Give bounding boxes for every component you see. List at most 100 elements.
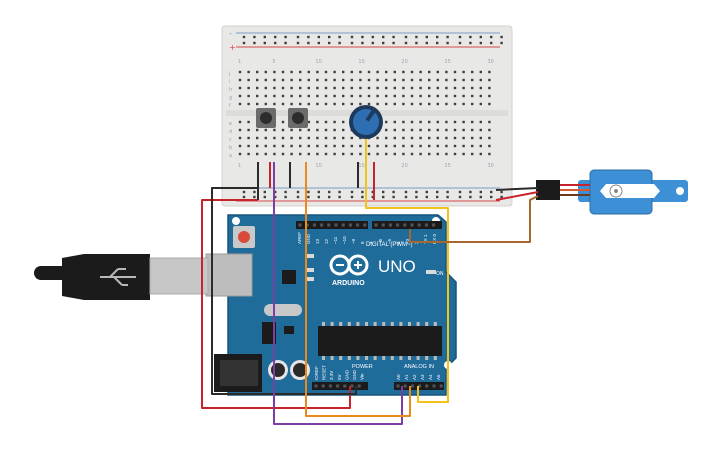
rail-hole <box>425 195 428 199</box>
rail-hole <box>500 41 503 45</box>
header-pin <box>396 223 400 227</box>
header-pin <box>374 223 378 227</box>
breadboard-hole <box>445 144 448 148</box>
breadboard-hole <box>324 120 328 124</box>
breadboard-hole <box>281 128 285 132</box>
breadboard-hole <box>419 78 422 82</box>
reset-button[interactable] <box>233 226 255 248</box>
breadboard-hole <box>445 86 448 90</box>
breadboard-hole <box>410 102 414 106</box>
breadboard-hole <box>273 78 276 82</box>
chip-pin <box>416 356 420 360</box>
breadboard-hole <box>350 152 353 156</box>
breadboard-hole <box>307 78 310 82</box>
servo-motor <box>536 169 688 215</box>
breadboard-hole <box>316 86 319 90</box>
breadboard-hole <box>479 102 482 106</box>
breadboard-hole <box>264 70 267 74</box>
rail-hole <box>328 195 331 199</box>
breadboard-hole <box>488 86 491 90</box>
header-pin <box>432 223 436 227</box>
chip-pin <box>347 322 351 326</box>
breadboard-hole <box>419 136 422 140</box>
pin-label: 12 <box>324 238 329 244</box>
breadboard-hole <box>316 128 319 132</box>
rail-hole <box>371 190 374 194</box>
breadboard-hole <box>471 136 474 140</box>
potentiometer <box>349 105 383 139</box>
chip-pin <box>347 356 351 360</box>
chip-pin <box>425 322 429 326</box>
breadboard-hole <box>419 94 422 98</box>
breadboard-hole <box>479 78 482 82</box>
rail-hole <box>458 35 462 39</box>
breadboard-hole <box>436 94 439 98</box>
breadboard-hole <box>471 102 474 106</box>
breadboard-hole <box>281 94 285 98</box>
on-label: ON <box>436 271 444 277</box>
arduino-logo-icon <box>329 254 369 276</box>
breadboard-hole <box>428 144 431 148</box>
rail-hole <box>425 41 428 45</box>
rail-hole <box>284 190 287 194</box>
pin-label: 7 <box>369 241 374 244</box>
breadboard-hole <box>393 86 396 90</box>
column-number: 1 <box>238 59 241 65</box>
header-pin <box>327 223 331 227</box>
breadboard-hole <box>453 120 457 124</box>
breadboard-hole <box>385 78 388 82</box>
breadboard-hole <box>342 78 345 82</box>
breadboard-hole <box>376 136 379 140</box>
breadboard-hole <box>462 120 465 124</box>
breadboard-hole <box>385 70 388 74</box>
breadboard-hole <box>299 94 302 98</box>
chip-pin <box>433 322 437 326</box>
rail-hole <box>350 190 354 194</box>
breadboard-hole <box>471 128 474 132</box>
breadboard-hole <box>445 128 448 132</box>
breadboard-hole <box>428 94 431 98</box>
header-pin <box>356 223 360 227</box>
breadboard-hole <box>256 136 259 140</box>
breadboard-hole <box>324 78 328 82</box>
breadboard-hole <box>453 136 457 140</box>
breadboard-hole <box>316 152 319 156</box>
pin-label: 3.3V <box>329 371 334 380</box>
rail-hole <box>436 190 439 194</box>
breadboard-hole <box>410 128 414 132</box>
rail-hole <box>436 35 439 39</box>
breadboard-hole <box>247 128 250 132</box>
chip-pin <box>322 322 325 326</box>
pin-label: A0 <box>396 374 401 380</box>
chip-pin <box>390 356 394 360</box>
rail-hole <box>317 35 320 39</box>
usb-cable <box>34 254 209 300</box>
header-pin <box>432 384 436 388</box>
breadboard-hole <box>488 78 491 82</box>
rail-hole <box>338 35 341 39</box>
header-pin <box>410 223 414 227</box>
breadboard-hole <box>453 70 457 74</box>
breadboard-hole <box>385 144 388 148</box>
chip-pin <box>382 322 386 326</box>
breadboard-hole <box>367 102 371 106</box>
header-pin <box>388 223 392 227</box>
rail-hole <box>479 195 482 199</box>
column-number: 30 <box>487 59 493 65</box>
breadboard-hole <box>410 120 414 124</box>
breadboard-hole <box>471 152 474 156</box>
breadboard-hole <box>342 102 345 106</box>
rail-hole <box>425 35 428 39</box>
header-pin <box>357 384 361 388</box>
header-pin <box>403 384 407 388</box>
breadboard-hole <box>324 136 328 140</box>
breadboard-hole <box>376 102 379 106</box>
pin-label: GND <box>344 369 349 380</box>
breadboard-hole <box>445 136 448 140</box>
breadboard-hole <box>385 86 388 90</box>
breadboard-hole <box>333 102 336 106</box>
rail-hole <box>338 195 341 199</box>
rail-hole <box>253 195 256 199</box>
breadboard-hole <box>402 78 405 82</box>
breadboard-hole <box>350 94 353 98</box>
